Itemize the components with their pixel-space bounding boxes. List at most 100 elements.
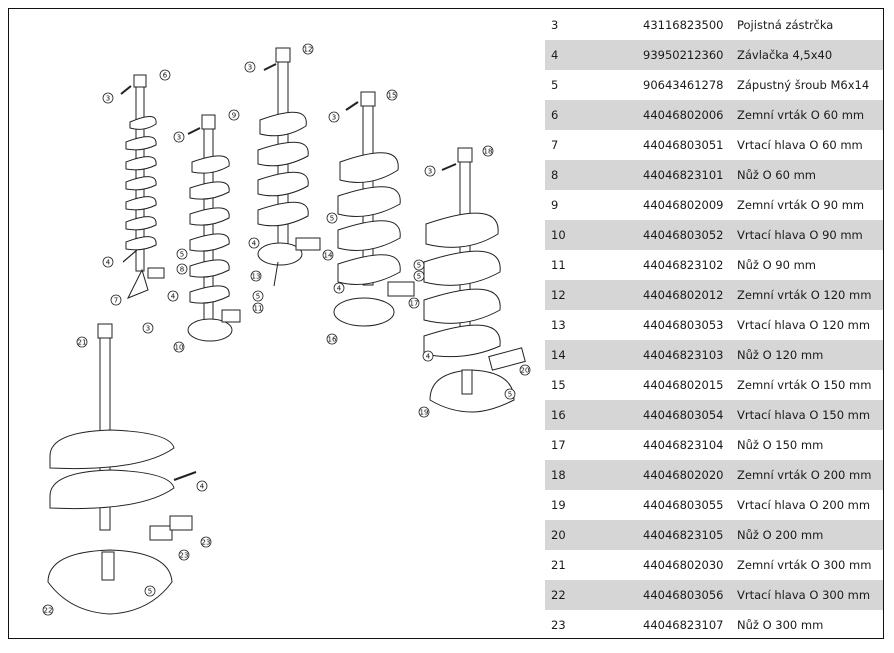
- part-number: 44046803055: [643, 498, 724, 512]
- callout-label: 9: [232, 112, 236, 120]
- part-number: 44046803052: [643, 220, 737, 250]
- part-position: 14: [545, 340, 643, 370]
- callout-label: 5: [180, 251, 184, 259]
- callout-label: 5: [330, 215, 334, 223]
- callout-label: 4: [337, 285, 342, 293]
- part-number: 44046823105: [643, 520, 737, 550]
- callout-label: 14: [324, 252, 333, 260]
- part-number: 44046802020: [643, 460, 737, 490]
- part-number: 44046803056: [643, 580, 737, 610]
- part-description: Nůž O 150 mm: [737, 438, 824, 452]
- parts-row: 11 44046823102 Nůž O 90 mm: [545, 250, 883, 280]
- callout-label: 7: [114, 297, 118, 305]
- callout-label: 3: [428, 168, 432, 176]
- part-number: 44046802006: [643, 100, 737, 130]
- part-number: 44046802015: [643, 378, 724, 392]
- part-number: 44046823107: [643, 618, 724, 632]
- part-description: Vrtací hlava O 60 mm: [737, 138, 863, 152]
- part-description: Vrtací hlava O 300 mm: [737, 580, 883, 610]
- part-position: 12: [545, 280, 643, 310]
- callout-label: 5: [256, 293, 260, 301]
- auger-9: [187, 114, 241, 342]
- parts-row: 17 44046823104 Nůž O 150 mm: [545, 430, 883, 460]
- callout-label: 3: [248, 64, 252, 72]
- part-position: 19: [551, 498, 566, 512]
- part-description: Vrtací hlava O 150 mm: [737, 400, 883, 430]
- part-position: 7: [551, 138, 559, 152]
- part-description: Závlačka 4,5x40: [737, 40, 883, 70]
- part-position: 18: [545, 460, 643, 490]
- part-position: 4: [545, 40, 643, 70]
- callout-label: 3: [106, 95, 110, 103]
- callout-label: 21: [78, 339, 87, 347]
- auger-6: [120, 74, 165, 299]
- auger-15: [333, 91, 415, 327]
- auger-12: [257, 47, 321, 287]
- callout-label: 6: [163, 72, 168, 80]
- part-number: 44046802012: [643, 280, 737, 310]
- part-description: Zemní vrták O 120 mm: [737, 280, 883, 310]
- part-position: 3: [551, 18, 559, 32]
- part-number: 44046802009: [643, 198, 724, 212]
- part-number: 44046803054: [643, 400, 737, 430]
- part-number: 44046802030: [643, 558, 724, 572]
- part-position: 8: [545, 160, 643, 190]
- parts-row: 23 44046823107 Nůž O 300 mm: [545, 610, 883, 640]
- part-number: 44046803053: [643, 318, 724, 332]
- callout-label: 4: [171, 293, 176, 301]
- callout-label: 20: [521, 367, 530, 375]
- part-description: Nůž O 90 mm: [737, 258, 816, 272]
- part-description: Zemní vrták O 60 mm: [737, 100, 883, 130]
- auger-18: [423, 147, 526, 413]
- part-position: 6: [545, 100, 643, 130]
- part-description: Nůž O 60 mm: [737, 160, 883, 190]
- part-description: Nůž O 300 mm: [737, 618, 824, 632]
- part-number: 44046823102: [643, 258, 724, 272]
- callout-label: 11: [254, 305, 263, 313]
- part-number: 44046803051: [643, 138, 724, 152]
- part-position: 13: [551, 318, 566, 332]
- callout-label: 12: [304, 46, 313, 54]
- part-number: 93950212360: [643, 40, 737, 70]
- part-description: Vrtací hlava O 90 mm: [737, 220, 883, 250]
- callout-label: 5: [508, 391, 512, 399]
- part-description: Nůž O 120 mm: [737, 340, 883, 370]
- part-description: Nůž O 200 mm: [737, 520, 883, 550]
- part-number: 44046823101: [643, 160, 737, 190]
- part-position: 23: [551, 618, 566, 632]
- callout-label: 17: [410, 300, 419, 308]
- part-description: Vrtací hlava O 200 mm: [737, 498, 871, 512]
- part-position: 16: [545, 400, 643, 430]
- callout-label: 5: [417, 273, 421, 281]
- callout-label: 3: [146, 325, 150, 333]
- callout-label: 16: [328, 336, 337, 344]
- callout-label: 4: [200, 483, 205, 491]
- callout-label: 4: [426, 353, 431, 361]
- part-description: Zápustný šroub M6x14: [737, 78, 870, 92]
- callout-label: 3: [332, 114, 336, 122]
- callout-label: 23: [202, 539, 211, 547]
- callout-label: 19: [420, 409, 429, 417]
- callout-label: 5: [148, 588, 152, 596]
- part-position: 17: [551, 438, 566, 452]
- part-description: Zemní vrták O 90 mm: [737, 198, 865, 212]
- callout-label: 10: [175, 344, 184, 352]
- part-number: 90643461278: [643, 78, 724, 92]
- part-position: 11: [551, 258, 566, 272]
- part-number: 44046823104: [643, 438, 724, 452]
- parts-row: 19 44046803055 Vrtací hlava O 200 mm: [545, 490, 883, 520]
